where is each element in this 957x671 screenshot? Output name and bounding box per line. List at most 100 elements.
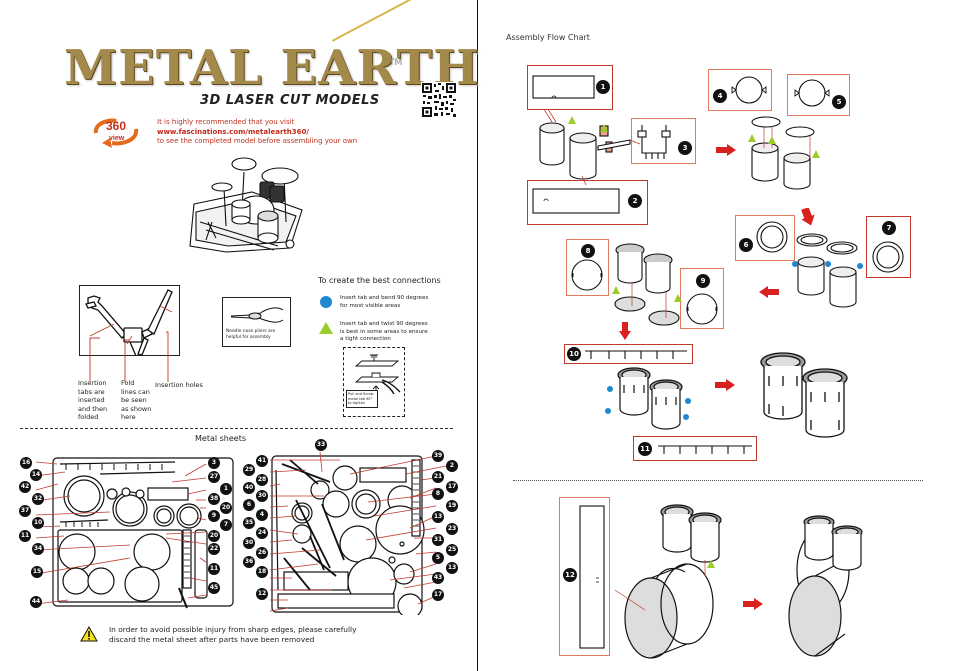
part-7-shape <box>872 241 904 273</box>
part-badge: 15 <box>31 566 43 578</box>
twist-label-line: to tighten <box>348 401 366 405</box>
twist-marker-icon <box>707 560 715 568</box>
part-box-6: 6 <box>735 215 795 261</box>
part-badge: 32 <box>32 493 44 505</box>
twist-marker-icon <box>319 322 333 334</box>
step-6-assembly-illustration <box>614 504 722 659</box>
callout-line: as shown <box>121 404 152 413</box>
bend-marker-icon <box>857 263 863 269</box>
view-360-number: 360 <box>106 119 126 133</box>
recommendation-line-1: It is highly recommended that you visit <box>157 118 295 126</box>
recommendation-url-link[interactable]: www.fascinations.com/metalearth360/ <box>157 127 309 136</box>
page-divider <box>477 0 478 671</box>
part-2-shape <box>532 188 620 214</box>
part-box-10: 10 <box>564 344 693 364</box>
metal-sheet-2 <box>269 451 447 615</box>
part-badge: 22 <box>208 543 220 555</box>
part-badge: 20 <box>220 502 232 514</box>
bend-marker-icon <box>685 398 691 404</box>
callout-line: and then <box>78 404 108 413</box>
part-badge: 30 <box>243 537 255 549</box>
step-badge: 6 <box>739 238 753 252</box>
view-360-word: view <box>109 135 125 142</box>
twist-marker-icon <box>674 294 682 302</box>
part-box-7: 7 <box>866 216 911 278</box>
brand-logo: METAL EARTH <box>64 44 479 92</box>
part-badge: 34 <box>32 543 44 555</box>
part-badge: 17 <box>432 589 444 601</box>
twist-line-2: is best in some areas to ensure <box>340 328 428 335</box>
step-2-assembly-illustration <box>748 116 820 190</box>
logo-word-metal: METAL <box>64 40 263 96</box>
part-badge: 40 <box>243 482 255 494</box>
twist-tab-illustration <box>354 354 401 394</box>
callout-leader-lines <box>89 331 169 382</box>
twist-label-line: metal tab 90° <box>348 396 373 401</box>
part-badge: 28 <box>256 474 268 486</box>
part-box-1: 1 <box>527 65 613 110</box>
part-1-shape <box>532 75 595 99</box>
step-badge: 11 <box>638 442 652 456</box>
flow-arrow-right <box>715 379 735 391</box>
recommendation-text: It is highly recommended that you visit … <box>157 118 357 147</box>
bend-marker-icon <box>825 261 831 267</box>
step-6-result-illustration <box>788 515 863 657</box>
callout-line: tabs are <box>78 387 105 396</box>
part-badge: 35 <box>243 517 255 529</box>
bend-marker-icon <box>607 386 613 392</box>
part-badge: 16 <box>20 457 32 469</box>
view-360-icon[interactable]: 360 view <box>90 113 142 149</box>
qr-code-icon[interactable] <box>421 82 457 118</box>
step-4-assembly-illustration <box>612 243 682 326</box>
twist-marker-icon <box>612 286 620 294</box>
flow-arrow-down <box>801 208 815 226</box>
flow-arrow-right <box>743 598 763 610</box>
section-separator <box>513 480 923 481</box>
part-badge: 25 <box>446 544 458 556</box>
part-9-shape <box>686 293 718 325</box>
part-badge: 33 <box>315 439 327 451</box>
part-box-12: 12 <box>559 497 610 656</box>
callout-line: folded <box>78 413 99 422</box>
part-badge: 1 <box>220 483 232 495</box>
part-badge: 5 <box>432 552 444 564</box>
part-badge: 44 <box>30 596 42 608</box>
twist-marker-icon <box>748 134 756 142</box>
warning-line-1: In order to avoid possible injury from s… <box>109 625 357 634</box>
part-6-shape <box>756 221 788 253</box>
callout-insertion-holes: Insertion holes <box>155 381 203 389</box>
needle-nose-pliers-icon <box>230 307 284 323</box>
step-badge: 4 <box>713 89 727 103</box>
warning-line-2: discard the metal sheet after parts have… <box>109 635 315 644</box>
part-badge: 42 <box>19 481 31 493</box>
pliers-tip-line-1: Needle nose pliers are <box>226 329 276 334</box>
step-badge: 12 <box>563 568 577 582</box>
warning-icon <box>80 626 98 642</box>
part-box-2: 2 <box>527 180 648 225</box>
step-badge: 1 <box>596 80 610 94</box>
part-badge: 13 <box>432 511 444 523</box>
step-1-assembly-illustration <box>539 110 641 185</box>
flow-chart-title: Assembly Flow Chart <box>506 33 590 42</box>
step-badge: 9 <box>696 274 710 288</box>
step-badge: 5 <box>832 95 846 109</box>
part-badge: 4 <box>256 509 268 521</box>
part-3-shape <box>637 125 671 159</box>
part-badge: 21 <box>432 471 444 483</box>
callout-fold-lines: Fold lines can be seen as shown here <box>121 379 151 422</box>
bracket-part-illustration <box>85 289 173 357</box>
twist-label-line: Pull and Screw <box>348 392 374 396</box>
step-badge: 8 <box>581 244 595 258</box>
part-box-3: 3 <box>631 118 696 164</box>
part-badge: 30 <box>256 490 268 502</box>
part-box-5: 5 <box>787 74 850 116</box>
step-3-assembly-illustration <box>792 233 863 308</box>
twist-marker-icon <box>812 150 820 158</box>
bend-instruction: Insert tab and bend 90 degrees for most … <box>340 295 428 310</box>
recommendation-line-3: to see the completed model before assemb… <box>157 137 358 145</box>
part-badge: 41 <box>256 455 268 467</box>
part-badge: 26 <box>256 547 268 559</box>
twist-marker-icon <box>768 136 776 144</box>
bend-marker-icon <box>792 261 798 267</box>
connections-title: To create the best connections <box>318 276 441 285</box>
